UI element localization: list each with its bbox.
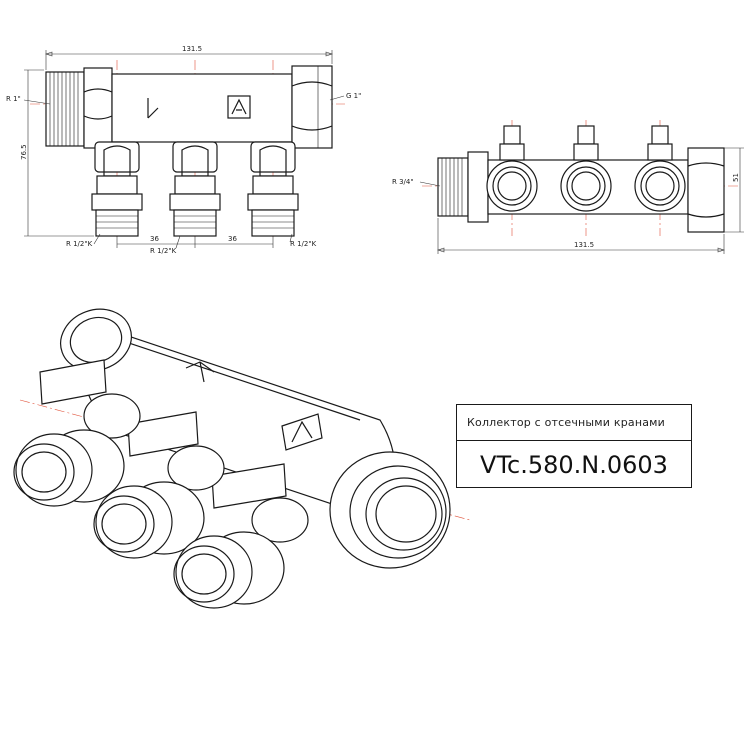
- title-block: Коллектор с отсечными кранами VTc.580.N.…: [456, 404, 692, 488]
- label-inlet-thread: R 1": [6, 95, 21, 103]
- branch-3-front: [247, 141, 299, 237]
- label-branch-mid: R 1/2"K: [150, 247, 177, 255]
- isometric-view: [13, 308, 471, 609]
- iso-outlet-2: [93, 481, 205, 559]
- side-dim-overall-length: 131.5: [574, 241, 594, 249]
- side-view: 131.5 51 R 3/4": [392, 120, 744, 254]
- label-branch-left: R 1/2"K: [66, 240, 93, 248]
- iso-outlet-1: [13, 429, 125, 507]
- front-view: 131.5 76.5 36 36 R 1" G 1" R 1/2"K R 1/2…: [6, 45, 361, 255]
- front-dim-pitch-1: 36: [150, 235, 159, 243]
- branch-2-front: [169, 141, 221, 237]
- front-dim-height: 76.5: [20, 144, 28, 160]
- title-code: VTc.580.N.0603: [480, 450, 668, 479]
- iso-outlet-3: [173, 531, 285, 609]
- title-description: Коллектор с отсечными кранами: [457, 405, 691, 441]
- label-branch-right: R 1/2"K: [290, 240, 317, 248]
- label-side-inlet-thread: R 3/4": [392, 178, 414, 186]
- branch-1-front: [91, 141, 143, 237]
- front-dim-overall-length: 131.5: [182, 45, 202, 53]
- side-dim-height: 51: [732, 173, 740, 182]
- label-outlet-thread: G 1": [346, 92, 361, 100]
- front-dim-pitch-2: 36: [228, 235, 237, 243]
